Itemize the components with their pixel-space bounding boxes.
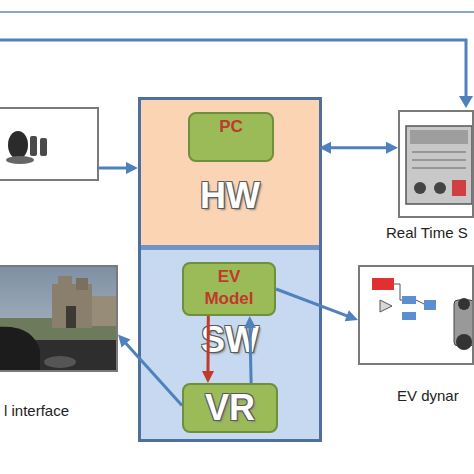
frame-line [0, 11, 474, 13]
box-label: VR [184, 388, 276, 428]
feedback-wire [0, 40, 466, 98]
process-box: VR [182, 383, 278, 433]
image-caption: Real Time S [386, 224, 468, 242]
software-band: SW EV ModelVR [141, 250, 319, 439]
hardware-band: HW PC [141, 100, 319, 245]
arrow-head [126, 162, 138, 174]
arrow-head [202, 371, 214, 383]
arrow-head [345, 310, 358, 321]
image-box: l interface [0, 265, 118, 372]
arrow-head [244, 316, 256, 328]
system-frame [140, 99, 321, 441]
real-time-rack [406, 126, 472, 204]
connector-arrow [125, 343, 182, 406]
band-label: SW [141, 320, 319, 360]
process-box: PC [188, 112, 274, 162]
process-box: EV Model [182, 262, 276, 316]
image-caption: l interface [4, 402, 69, 420]
input-device-box [0, 108, 98, 180]
image-caption: EV dynar [397, 387, 459, 405]
box-label: EV Model [194, 266, 264, 310]
pedal-illustration [6, 131, 47, 164]
connector-arrow [250, 327, 251, 383]
box-label: PC [190, 116, 272, 138]
arrow-head [386, 142, 398, 154]
band-label: HW [141, 176, 319, 216]
input-wire [98, 167, 126, 170]
connector-arrow [276, 289, 348, 316]
simulink-model-illustration [372, 278, 474, 350]
arrow-head [118, 335, 130, 348]
vr-scene-illustration [0, 265, 118, 372]
arrow-head [459, 96, 473, 108]
image-box: EV dynar [358, 265, 474, 365]
device-image-box: Real Time S [398, 110, 474, 218]
arrow-head [319, 142, 331, 154]
connector-arrow [330, 146, 387, 149]
connector-arrow [206, 316, 209, 372]
